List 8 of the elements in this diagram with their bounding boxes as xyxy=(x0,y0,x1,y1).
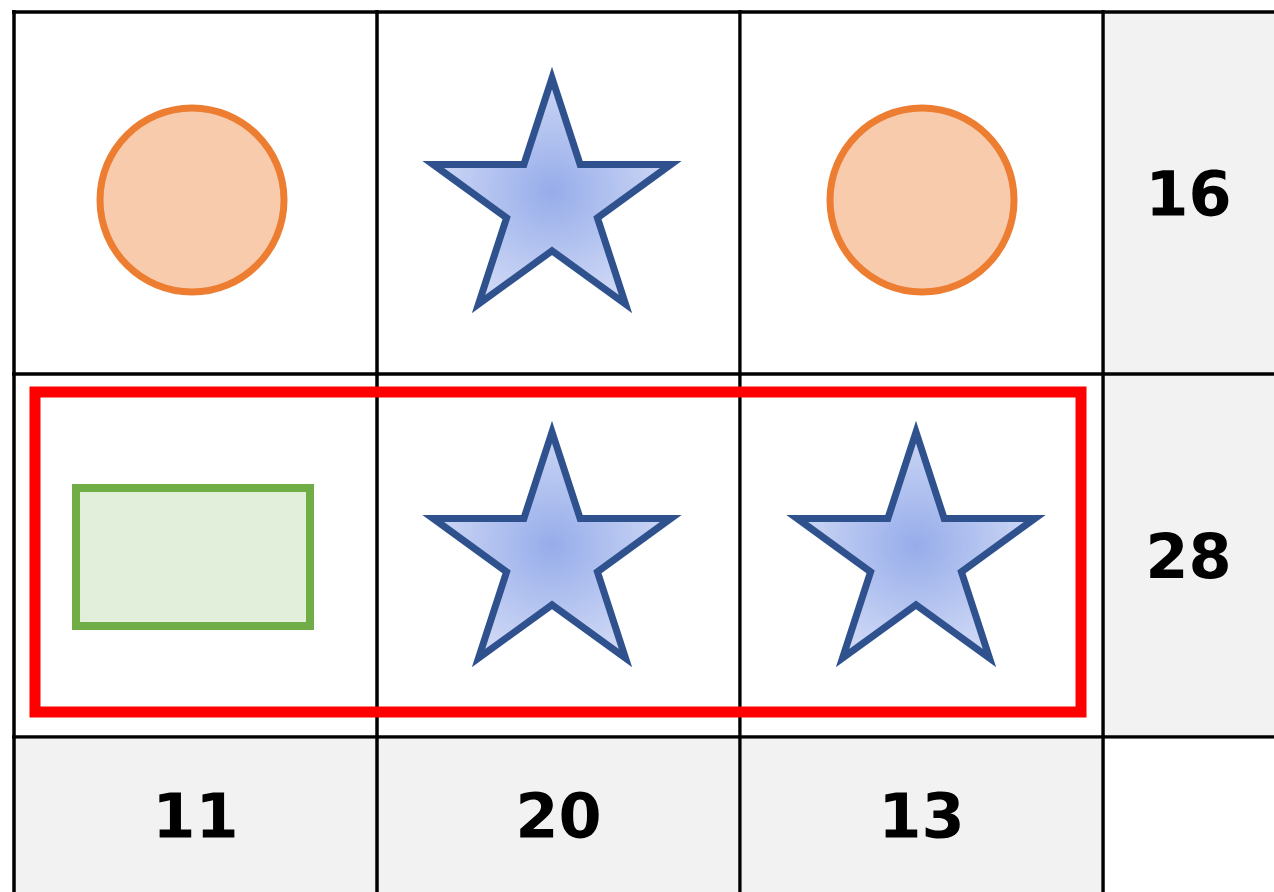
rectangle-shape xyxy=(72,484,314,630)
table-cell: 16 xyxy=(1103,12,1274,374)
circle-shape xyxy=(96,104,288,296)
table-cell: 28 xyxy=(1103,374,1274,737)
table-cell: 13 xyxy=(740,737,1103,892)
table-cell: 11 xyxy=(14,737,377,892)
circle-shape xyxy=(826,104,1018,296)
table-cell: 20 xyxy=(377,737,740,892)
